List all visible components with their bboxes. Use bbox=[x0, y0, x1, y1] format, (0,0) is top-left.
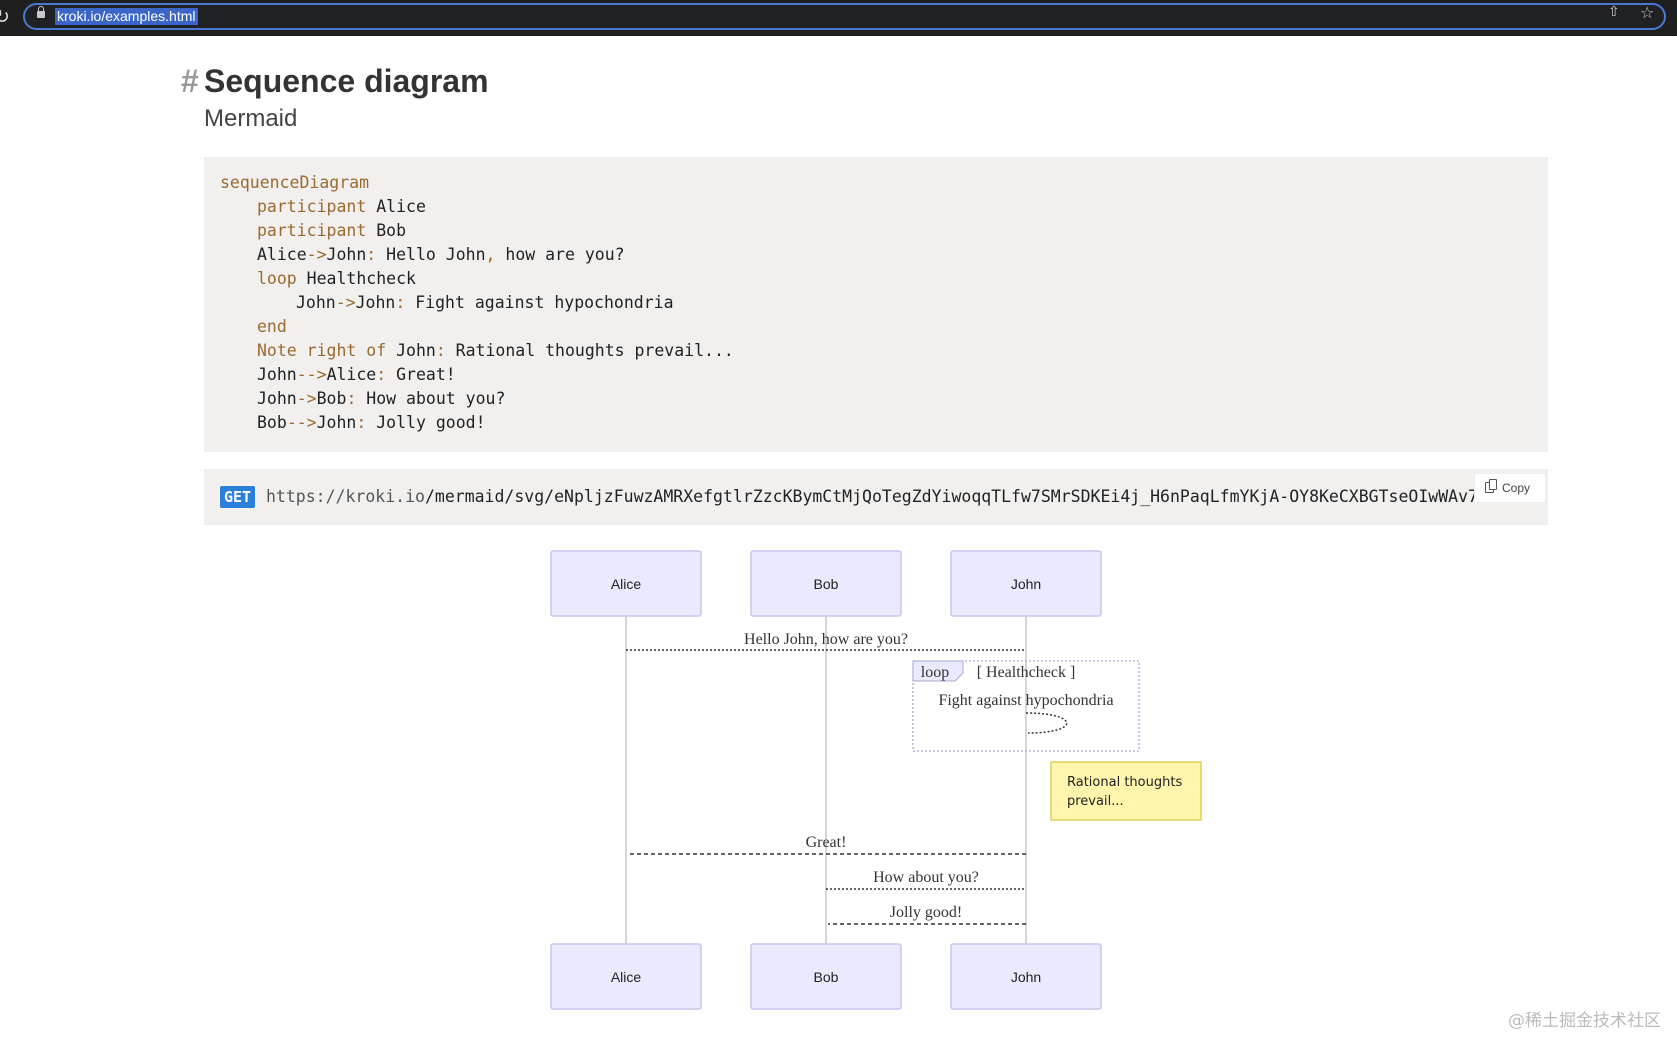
lock-icon bbox=[37, 6, 45, 18]
loop-label: loop bbox=[921, 664, 949, 681]
actor-john-top: John bbox=[950, 550, 1102, 617]
code-line: John-->Alice: Great! bbox=[257, 365, 456, 384]
address-bar[interactable]: kroki.io/examples.html bbox=[23, 3, 1666, 30]
code-line: Bob-->John: Jolly good! bbox=[257, 413, 486, 432]
code-line: loop Healthcheck bbox=[257, 269, 416, 288]
code-line: end bbox=[257, 317, 287, 336]
svg-text:Bob: Bob bbox=[814, 969, 839, 985]
code-line: participant Bob bbox=[257, 221, 407, 240]
get-url-bar: GET https://kroki.io/mermaid/svg/eNpljzF… bbox=[204, 469, 1548, 525]
code-line: John->John: Fight against hypochondria bbox=[296, 293, 674, 312]
address-url[interactable]: kroki.io/examples.html bbox=[55, 8, 198, 25]
share-icon[interactable]: ⇧ bbox=[1608, 4, 1620, 20]
actor-alice-top: Alice bbox=[550, 550, 702, 617]
page-title: Sequence diagram bbox=[204, 63, 489, 99]
copy-button[interactable]: Copy bbox=[1474, 473, 1546, 503]
star-icon[interactable]: ☆ bbox=[1640, 3, 1655, 22]
note-box: Rational thoughts prevail... bbox=[1050, 761, 1202, 821]
svg-text:Alice: Alice bbox=[611, 576, 642, 592]
message-label: Great! bbox=[806, 834, 847, 851]
svg-text:John: John bbox=[1011, 576, 1041, 592]
svg-text:Rational thoughts: Rational thoughts bbox=[1067, 775, 1182, 790]
actor-alice-bottom: Alice bbox=[550, 943, 702, 1010]
svg-text:prevail...: prevail... bbox=[1067, 794, 1124, 809]
anchor-hash[interactable]: # bbox=[181, 63, 199, 99]
message-label: Hello John, how are you? bbox=[744, 631, 908, 648]
actor-bob-bottom: Bob bbox=[750, 943, 902, 1010]
browser-toolbar: ↻ kroki.io/examples.html ⇧ ☆ bbox=[0, 0, 1677, 36]
svg-text:Bob: Bob bbox=[814, 576, 839, 592]
message-label: How about you? bbox=[873, 869, 979, 886]
code-line: participant Alice bbox=[257, 197, 426, 216]
self-message-arrow bbox=[1025, 712, 1068, 734]
loop-condition: [ Healthcheck ] bbox=[977, 664, 1076, 681]
copy-icon bbox=[1485, 479, 1497, 493]
loop-frame: loop [ Healthcheck ] bbox=[912, 660, 1140, 752]
svg-text:Alice: Alice bbox=[611, 969, 642, 985]
message-label: Jolly good! bbox=[890, 904, 962, 921]
code-line: John->Bob: How about you? bbox=[257, 389, 506, 408]
actor-bob-top: Bob bbox=[750, 550, 902, 617]
reload-icon[interactable]: ↻ bbox=[0, 6, 10, 28]
get-badge: GET bbox=[220, 486, 256, 508]
svg-text:John: John bbox=[1011, 969, 1041, 985]
code-line: Note right of John: Rational thoughts pr… bbox=[257, 341, 734, 360]
code-line: Alice->John: Hello John, how are you? bbox=[257, 245, 625, 264]
watermark: @稀土掘金技术社区 bbox=[1508, 1011, 1661, 1031]
code-line: sequenceDiagram bbox=[220, 173, 370, 192]
code-block: sequenceDiagram participant Alice partic… bbox=[204, 157, 1548, 452]
actor-john-bottom: John bbox=[950, 943, 1102, 1010]
message-label: Fight against hypochondria bbox=[938, 692, 1113, 709]
diagram-url[interactable]: https://kroki.io/mermaid/svg/eNpljzFuwzA… bbox=[266, 487, 1528, 506]
page-subtitle: Mermaid bbox=[204, 105, 298, 132]
